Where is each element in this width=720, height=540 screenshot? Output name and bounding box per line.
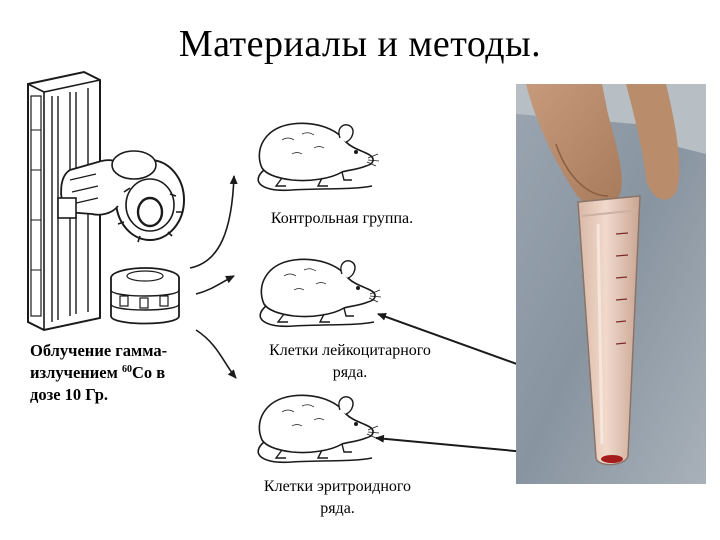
page-title: Материалы и методы. — [178, 23, 542, 65]
sample-container-icon — [110, 267, 180, 325]
irradiation-line-3: дозе 10 Гр. — [30, 385, 109, 404]
leukocyte-line-1: Клетки лейкоцитарного — [269, 342, 431, 359]
erythroid-caption: Клетки эритроидного ряда. — [230, 476, 445, 520]
rat-icon — [259, 258, 382, 328]
control-group-caption: Контрольная группа. — [270, 210, 414, 227]
erythroid-line-1: Клетки эритроидного — [263, 478, 412, 495]
irradiation-caption: Облучение гамма- излучением 60Co в дозе … — [30, 340, 210, 406]
irradiation-line-2a: излучением — [30, 363, 122, 382]
irradiation-line-2b: Co в — [131, 363, 166, 382]
irradiation-line-1: Облучение гамма- — [30, 341, 168, 360]
test-tube-photo — [516, 84, 706, 484]
arrow-to-irradiated — [195, 275, 235, 295]
leukocyte-line-2: ряда. — [332, 364, 368, 381]
erythroid-line-2: ряда. — [320, 500, 355, 517]
rat-icon — [257, 394, 380, 464]
arrow-to-caption — [195, 329, 237, 379]
rat-icon — [257, 122, 380, 192]
isotope-mass: 60 — [121, 364, 132, 375]
gamma-irradiator-icon — [27, 70, 185, 332]
leukocyte-caption: Клетки лейкоцитарного ряда. — [230, 340, 470, 384]
arrow-to-control — [189, 175, 238, 269]
